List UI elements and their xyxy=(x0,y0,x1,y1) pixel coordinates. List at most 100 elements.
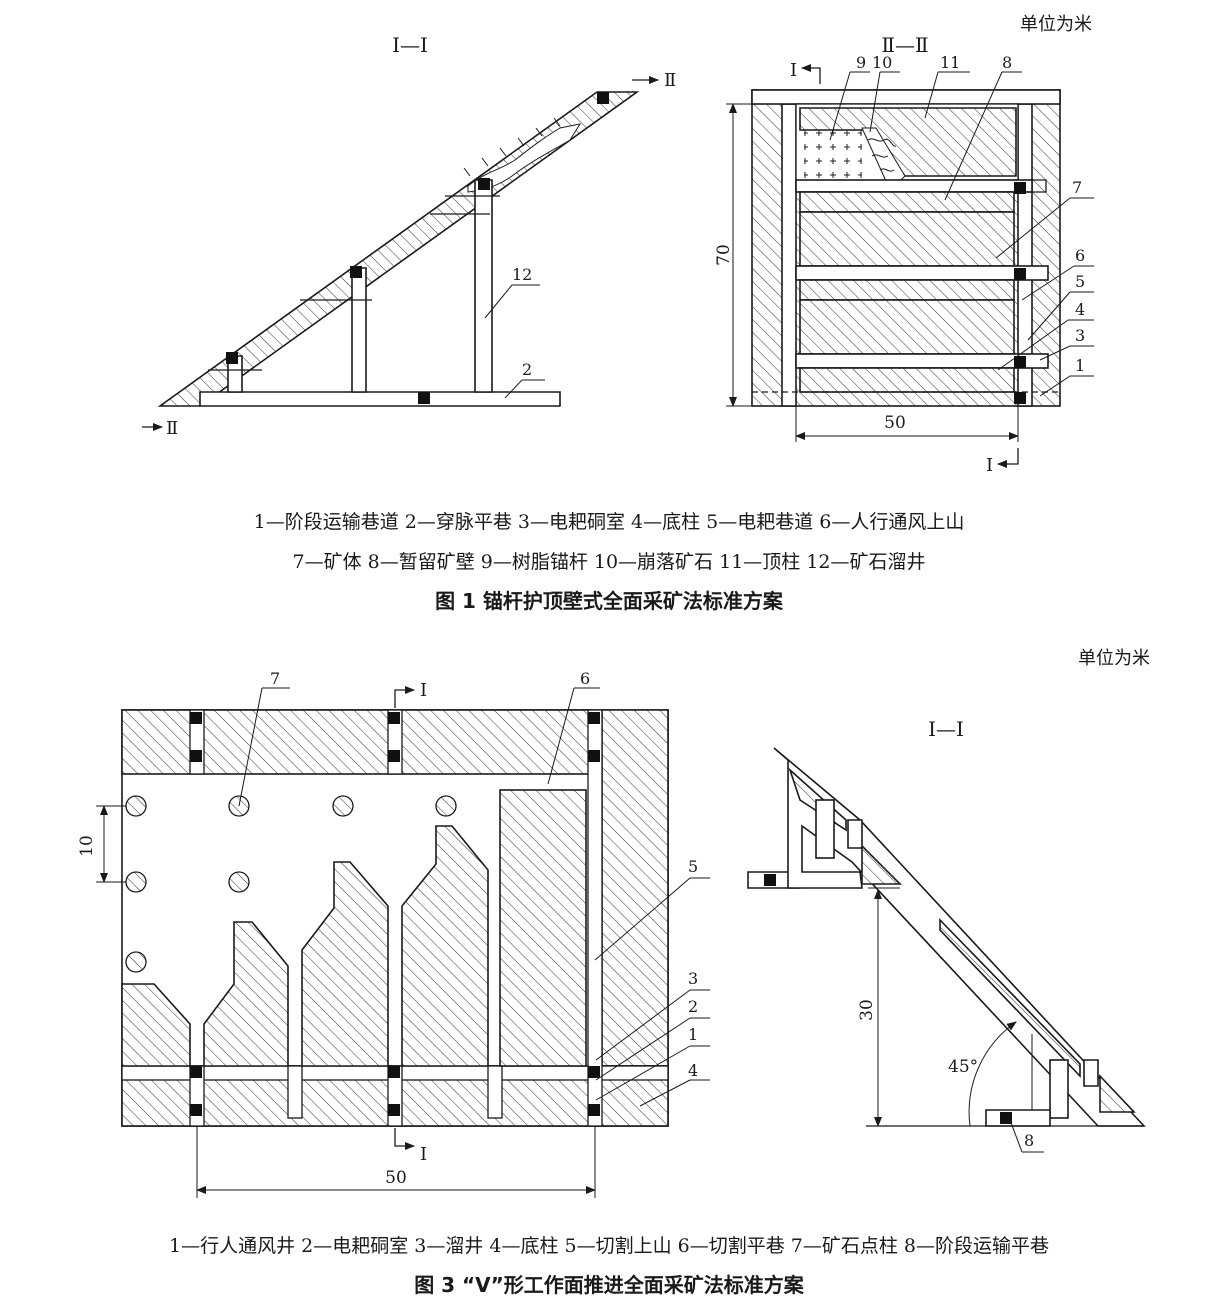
svg-text:50: 50 xyxy=(385,1168,407,1188)
svg-text:Ⅱ: Ⅱ xyxy=(664,70,676,91)
fig3-dim-50: 50 xyxy=(196,1126,596,1198)
svg-text:8: 8 xyxy=(1002,53,1012,72)
svg-text:Ⅰ: Ⅰ xyxy=(790,60,797,81)
svg-text:5: 5 xyxy=(1075,272,1085,291)
fig1-dim-70: 70 xyxy=(714,103,752,407)
fig1-plan-callouts: 9 10 11 8 7 6 5 4 3 1 xyxy=(829,53,1094,397)
svg-text:7: 7 xyxy=(1072,178,1082,197)
svg-text:50: 50 xyxy=(884,413,906,433)
fig3-section-raise-top xyxy=(815,799,835,859)
fig3-upper-chamber xyxy=(764,874,776,886)
fig3-unit-note: 单位为米 xyxy=(1078,648,1150,669)
svg-text:4: 4 xyxy=(1075,300,1085,319)
fig1-crosscut-drift xyxy=(199,391,561,407)
fig3-cut-raise xyxy=(587,709,603,1127)
fig1-callout-12: 12 xyxy=(484,265,540,319)
svg-text:6: 6 xyxy=(580,669,590,688)
fig3-v-pillar-1 xyxy=(121,983,191,1067)
fig3-v-pillar-3 xyxy=(301,861,389,1067)
fig1-ore-block-2a xyxy=(799,279,1015,301)
svg-text:1: 1 xyxy=(1075,356,1085,375)
fig1-section-II-II: Ⅱ—Ⅱ 单位为米 xyxy=(714,14,1094,476)
svg-text:Ⅰ: Ⅰ xyxy=(420,680,427,701)
svg-text:7: 7 xyxy=(270,669,280,688)
fig3-callout-8: 8 xyxy=(1009,1119,1044,1153)
svg-text:5: 5 xyxy=(688,857,698,876)
fig3-chambers xyxy=(190,712,600,1116)
fig1-caption: 图 1 锚杆护顶壁式全面采矿法标准方案 xyxy=(435,589,784,613)
fig3-section-chute-top xyxy=(847,819,863,849)
fig1-upper-drift xyxy=(795,179,1033,193)
fig3-plan-callouts: 7 6 5 3 2 1 4 xyxy=(238,669,710,1107)
fig1-ore-block-2b xyxy=(799,299,1015,355)
fig3-section-raise-bottom xyxy=(1049,1059,1069,1119)
svg-text:Ⅰ: Ⅰ xyxy=(420,1144,427,1165)
svg-text:8: 8 xyxy=(1024,1131,1034,1150)
fig3-hanging-pillar-2 xyxy=(861,844,902,885)
fig3-hanging-wall-strip xyxy=(939,918,1081,1078)
fig1-ore-pass xyxy=(474,179,493,393)
fig1-sill-pillar xyxy=(799,367,1015,393)
svg-text:10: 10 xyxy=(872,53,892,72)
fig1-chute-2 xyxy=(351,267,367,393)
svg-text:1: 1 xyxy=(688,1025,698,1044)
figure-1: Ⅰ—Ⅰ xyxy=(142,14,1094,613)
figure-3: 单位为米 xyxy=(77,648,1150,1297)
svg-text:11: 11 xyxy=(940,53,960,72)
fig1-resin-bolt-field xyxy=(804,128,862,186)
fig1-left-raise xyxy=(781,103,797,407)
fig1-section-mark-II-bottom: Ⅱ xyxy=(142,418,178,439)
fig3-section-chute-bottom xyxy=(1083,1059,1099,1087)
fig3-section-mark-bottom: Ⅰ xyxy=(394,1128,427,1165)
svg-text:70: 70 xyxy=(714,244,734,266)
fig3-v-pillar-5 xyxy=(499,789,587,1067)
fig3-v-pillar-4 xyxy=(401,825,489,1067)
svg-text:3: 3 xyxy=(688,969,698,988)
fig3-right-pillar xyxy=(601,709,669,1067)
fig3-angle-45: 45° xyxy=(948,1021,1033,1127)
svg-text:9: 9 xyxy=(856,53,866,72)
fig1-legend-line-1: 1—阶段运输巷道 2—穿脉平巷 3—电耙硐室 4—底柱 5—电耙巷道 6—人行通… xyxy=(254,511,965,533)
svg-text:3: 3 xyxy=(1075,326,1085,345)
svg-text:2: 2 xyxy=(522,360,532,379)
svg-text:4: 4 xyxy=(688,1061,698,1080)
fig1-section-I-I: Ⅰ—Ⅰ xyxy=(142,33,676,439)
fig1-section-b-title: Ⅱ—Ⅱ xyxy=(881,33,928,57)
fig1-section-mark-I-bottom: Ⅰ xyxy=(986,448,1019,476)
fig3-haulage-chamber xyxy=(1000,1112,1012,1124)
fig1-plan-chambers xyxy=(1014,182,1026,404)
fig1-unit-note: 单位为米 xyxy=(1020,14,1092,35)
fig1-slusher-chambers xyxy=(226,92,609,404)
svg-text:6: 6 xyxy=(1075,246,1085,265)
fig1-dim-50: 50 xyxy=(795,406,1019,442)
fig1-callout-2: 2 xyxy=(504,360,545,399)
fig1-section-mark-II-top: Ⅱ xyxy=(632,70,676,91)
fig3-drawpoint-2 xyxy=(487,1065,503,1119)
fig3-section-title: Ⅰ—Ⅰ xyxy=(928,717,964,741)
fig1-section-mark-I-top: Ⅰ xyxy=(790,60,821,84)
fig1-legend-line-2: 7—矿体 8—暂留矿壁 9—树脂锚杆 10—崩落矿石 11—顶柱 12—矿石溜井 xyxy=(293,551,926,573)
svg-text:2: 2 xyxy=(688,997,698,1016)
fig3-section-view: Ⅰ—Ⅰ 30 xyxy=(747,717,1146,1153)
fig3-legend: 1—行人通风井 2—电耙硐室 3—溜井 4—底柱 5—切割上山 6—切割平巷 7… xyxy=(169,1235,1049,1257)
fig3-bottom-wedge xyxy=(1099,1073,1136,1113)
svg-text:Ⅰ: Ⅰ xyxy=(986,455,993,476)
fig3-v-pillar-2 xyxy=(203,921,289,1067)
fig1-upper-drift-end xyxy=(1032,179,1047,193)
fig3-plan-view: 10 50 Ⅰ Ⅰ 7 6 xyxy=(77,669,710,1198)
fig1-band-lines xyxy=(208,195,500,371)
fig3-caption: 图 3 “V”形工作面推进全面采矿法标准方案 xyxy=(414,1273,805,1297)
fig1-caved-texture xyxy=(867,138,897,172)
fig3-haulage-drift xyxy=(985,1109,1051,1127)
svg-text:Ⅱ: Ⅱ xyxy=(166,418,178,439)
svg-text:10: 10 xyxy=(77,835,97,857)
svg-text:45°: 45° xyxy=(948,1057,978,1077)
svg-text:12: 12 xyxy=(512,265,532,284)
fig3-drawpoint-1 xyxy=(287,1065,303,1119)
fig1-temporary-wall xyxy=(799,191,1015,213)
fig3-dim-10: 10 xyxy=(77,805,126,883)
fig3-section-mark-top: Ⅰ xyxy=(394,680,427,708)
fig1-top-strip xyxy=(751,89,1061,105)
fig1-caved-ore xyxy=(467,123,582,193)
